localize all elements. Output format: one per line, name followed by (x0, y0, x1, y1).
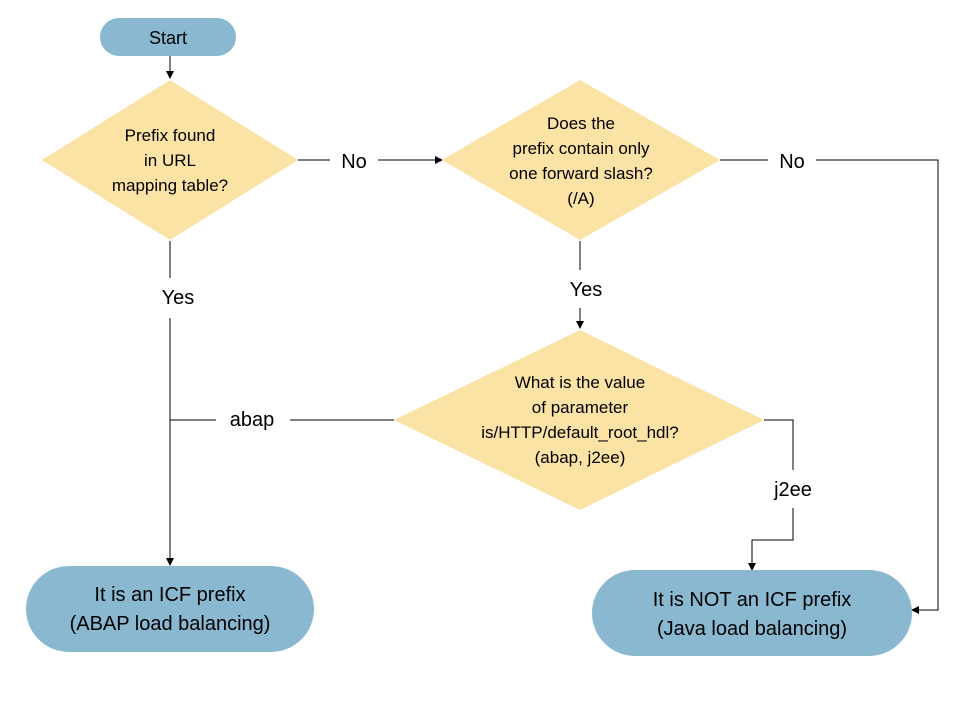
decision-param-shape (394, 330, 764, 510)
start-label: Start (149, 28, 187, 48)
end-icf-line-1: It is an ICF prefix (94, 584, 245, 606)
decision-slash-line-4: (/A) (567, 189, 594, 208)
edge-label-param-j2ee: j2ee (773, 479, 812, 501)
decision-param-value: What is the value of parameter is/HTTP/d… (394, 330, 764, 510)
decision-param-line-1: What is the value (515, 373, 645, 392)
decision-prefix-found: Prefix found in URL mapping table? (42, 80, 298, 240)
decision-slash-shape (442, 80, 720, 240)
decision-prefix-line-2: in URL (144, 151, 196, 170)
edge-label-slash-no: No (779, 151, 805, 173)
edge-labels: No Yes No Yes abap j2ee (162, 151, 812, 501)
edge-label-slash-yes: Yes (570, 279, 603, 301)
start-node: Start (100, 18, 236, 56)
decision-slash-line-1: Does the (547, 114, 615, 133)
edge-label-param-abap: abap (230, 409, 275, 431)
decision-param-line-2: of parameter (532, 398, 629, 417)
connectors (166, 56, 939, 614)
decision-prefix-shape (42, 80, 298, 240)
start-shape (100, 18, 236, 56)
edge-label-prefix-yes: Yes (162, 287, 195, 309)
decision-prefix-line-3: mapping table? (112, 176, 228, 195)
end-not-icf-line-1: It is NOT an ICF prefix (653, 589, 852, 611)
decision-slash-line-2: prefix contain only (512, 139, 650, 158)
decision-prefix-line-1: Prefix found (125, 126, 216, 145)
edge-slash-no-right (816, 159, 939, 614)
end-not-icf-line-2: (Java load balancing) (657, 618, 847, 640)
decision-one-slash: Does the prefix contain only one forward… (442, 80, 720, 240)
decision-param-line-4: (abap, j2ee) (535, 448, 626, 467)
edge-label-prefix-no: No (341, 151, 367, 173)
decision-slash-line-3: one forward slash? (509, 164, 653, 183)
end-icf-shape (26, 566, 314, 652)
edge-param-j2ee-bottom (748, 508, 794, 571)
end-icf-prefix: It is an ICF prefix (ABAP load balancing… (26, 566, 314, 652)
end-not-icf-prefix: It is NOT an ICF prefix (Java load balan… (592, 570, 912, 656)
end-icf-line-2: (ABAP load balancing) (70, 613, 271, 635)
decision-param-line-3: is/HTTP/default_root_hdl? (481, 423, 679, 442)
edge-param-j2ee-top (764, 419, 794, 470)
end-not-icf-shape (592, 570, 912, 656)
